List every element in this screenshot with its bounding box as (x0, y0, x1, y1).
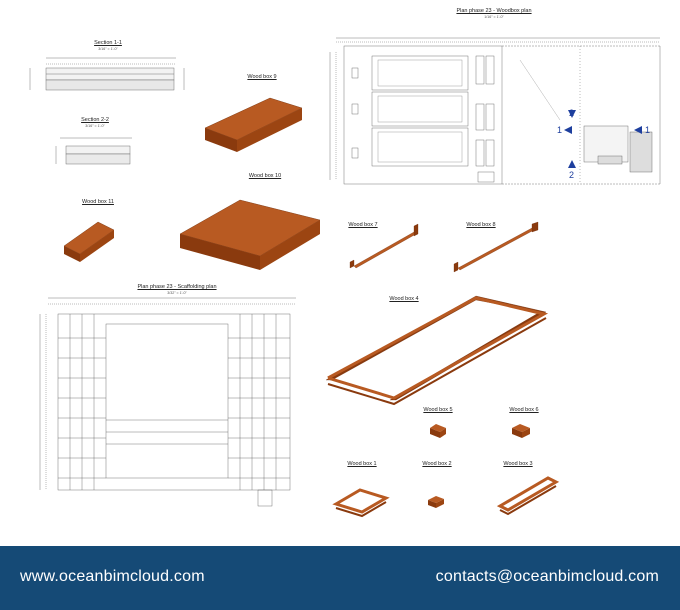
wood-box-4-label: Wood box 4 (389, 296, 419, 302)
section-2-2-drawing (55, 137, 132, 165)
wood-box-9-shape (204, 97, 303, 152)
wood-box-5-shape (430, 424, 446, 438)
section-markers (564, 110, 642, 168)
wood-box-3-label: Wood box 3 (503, 461, 533, 467)
section-marker-1-left: 1 (557, 125, 563, 135)
footer-bar: www.oceanbimcloud.com contacts@oceanbimc… (0, 546, 680, 610)
wood-box-5-label: Wood box 5 (423, 407, 453, 413)
footer-email-link[interactable]: contacts@oceanbimcloud.com (435, 568, 659, 585)
wood-box-7-label: Wood box 7 (348, 222, 378, 228)
section-marker-2-bottom: 2 (569, 170, 575, 180)
section-1-1-scale: 3/16" = 1'-0" (98, 47, 118, 51)
scaffolding-plan-drawing (39, 297, 296, 507)
wood-box-11-shape (63, 221, 115, 262)
drawing-sheet: Section 1-1 3/16" = 1'-0" Section 2-2 3/… (29, 8, 661, 518)
wood-box-4-shape (325, 295, 549, 406)
wood-box-10-shape (179, 199, 321, 270)
section-1-1-drawing (29, 57, 185, 91)
wood-box-3-shape (496, 476, 560, 516)
wood-box-11-label: Wood box 11 (82, 199, 114, 205)
wood-box-6-label: Wood box 6 (509, 407, 539, 413)
woodbox-plan-title: Plan phase 23 - Woodbox plan (456, 8, 532, 14)
wood-box-2-shape (428, 496, 444, 508)
scaffolding-plan-scale: 3/32" = 1'-0" (167, 291, 187, 295)
section-2-2-scale: 3/16" = 1'-0" (85, 124, 105, 128)
wood-box-1-label: Wood box 1 (347, 461, 377, 467)
scaffolding-plan-title: Plan phase 23 - Scaffolding plan (137, 284, 217, 290)
wood-box-10-label: Wood box 10 (248, 173, 282, 179)
woodbox-plan-drawing (329, 37, 661, 185)
wood-box-8-label: Wood box 8 (466, 222, 496, 228)
wood-box-2-label: Wood box 2 (422, 461, 452, 467)
section-2-2-title: Section 2-2 (81, 117, 109, 123)
wood-box-1-shape (332, 488, 390, 518)
wood-box-6-shape (512, 424, 530, 438)
wood-box-9-label: Wood box 9 (247, 74, 277, 80)
footer-website-link[interactable]: www.oceanbimcloud.com (20, 568, 205, 585)
woodbox-plan-scale: 1/16" = 1'-0" (484, 15, 504, 19)
section-marker-2-top: 2 (569, 108, 575, 118)
drawing-linework (29, 37, 661, 518)
section-marker-1-right: 1 (645, 125, 651, 135)
wood-box-8-shape (453, 221, 539, 273)
section-1-1-title: Section 1-1 (94, 40, 122, 46)
wood-box-7-shape (349, 223, 419, 269)
